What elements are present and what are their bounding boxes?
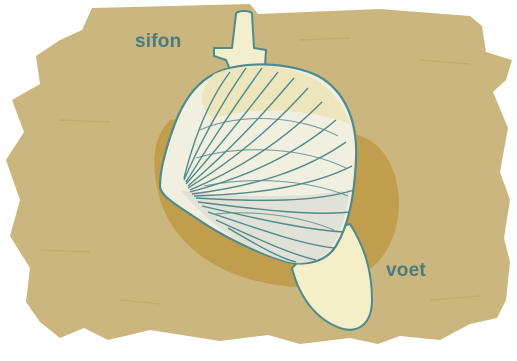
foot-label: voet bbox=[386, 260, 426, 282]
siphon-label: sifon bbox=[135, 31, 181, 53]
